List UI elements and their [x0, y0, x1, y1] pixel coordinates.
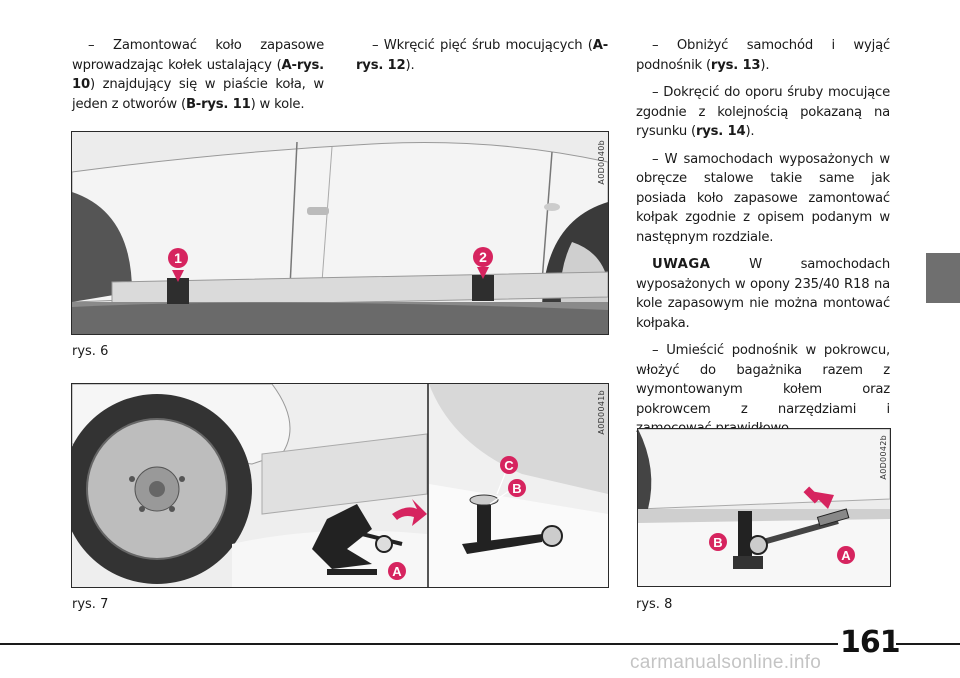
marker-a: A: [841, 548, 851, 563]
paragraph-tighten-bolts: – Dokręcić do oporu śruby mocujące zgodn…: [636, 85, 890, 139]
page-number: 161: [840, 625, 901, 660]
marker-a-left: A: [392, 564, 402, 579]
text-column-2: – Wkręcić pięć śrub mocujących (A-rys. 1…: [356, 36, 608, 83]
paragraph-lower-car: – Obniżyć samochód i wyjąć podnośnik (ry…: [636, 38, 890, 73]
figure-rys-7: A C B A0D0041b: [71, 383, 609, 588]
caption-rys-6: rys. 6: [72, 344, 109, 359]
marker-1: 1: [174, 250, 182, 266]
ref-rys-14: rys. 14: [695, 124, 746, 139]
paragraph-hubcap: – W samochodach wyposażonych w obręcze s…: [636, 151, 890, 245]
text-column-3: – Obniżyć samochód i wyjąć podnośnik (ry…: [636, 36, 890, 447]
ref-b-rys-11: B-rys. 11: [185, 96, 251, 112]
paragraph-store-jack: – Umieścić podnośnik w pokrowcu, włożyć …: [636, 343, 890, 436]
marker-2: 2: [479, 249, 487, 265]
marker-c: C: [504, 458, 514, 473]
ref-rys-13: rys. 13: [710, 57, 761, 73]
car-side-jack-points-illustration: 1 2: [72, 132, 608, 334]
watermark: carmanualsonline.info: [630, 652, 822, 673]
figure-code: A0D0041b: [597, 390, 606, 435]
footer-rule-left: [0, 643, 838, 645]
jack-crank-illustration: A B: [638, 429, 890, 586]
marker-b: B: [512, 481, 521, 496]
ref-a-rys-12: A-rys. 12: [356, 38, 608, 73]
paragraph-mount-spare-wheel: – Zamontować koło zapasowe wprowadzając …: [72, 38, 324, 112]
figure-rys-6: 1 2 A0D0040b: [71, 131, 609, 335]
ref-a-rys-10: A-rys. 10: [72, 57, 324, 93]
paragraph-uwaga: UWAGA W samochodach wyposażonych w opony…: [636, 257, 890, 331]
figure-code: A0D0040b: [597, 140, 606, 185]
caption-rys-7: rys. 7: [72, 597, 109, 612]
figure-rys-8: A B A0D0042b: [637, 428, 891, 587]
uwaga-label: UWAGA: [652, 257, 711, 272]
marker-b: B: [713, 535, 722, 550]
section-side-tab: [926, 253, 960, 303]
caption-rys-8: rys. 8: [636, 597, 673, 612]
jack-under-car-illustration: A C B: [72, 384, 608, 587]
footer-rule-right: [896, 643, 960, 645]
text-column-1: – Zamontować koło zapasowe wprowadzając …: [72, 36, 324, 122]
figure-code: A0D0042b: [879, 435, 888, 480]
paragraph-screw-bolts: – Wkręcić pięć śrub mocujących (A-rys. 1…: [356, 38, 608, 73]
